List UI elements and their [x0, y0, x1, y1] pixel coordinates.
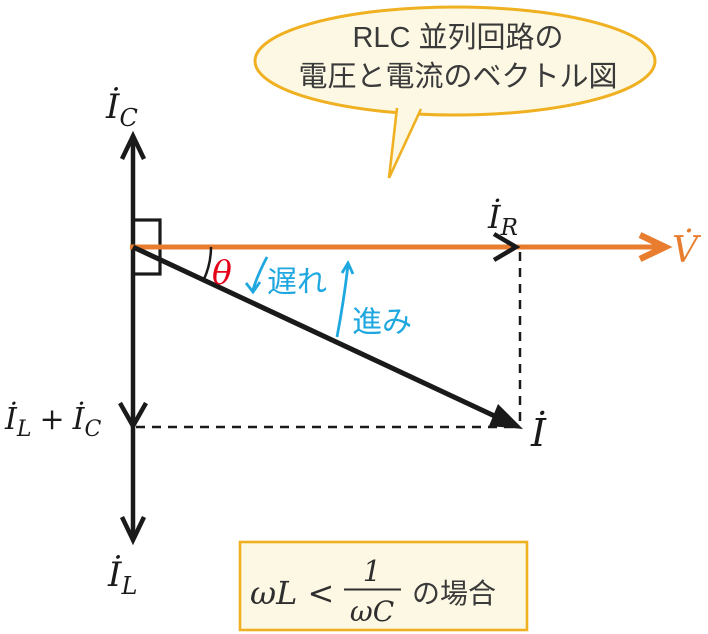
ic-label: İC — [105, 87, 138, 132]
formula-suffix: の場合 — [412, 578, 496, 609]
current-vector-line — [131, 244, 503, 422]
lag-label: 遅れ — [267, 266, 327, 299]
i-label: İ — [530, 411, 547, 455]
v-label: V̇ — [672, 229, 702, 271]
lag-arrow-curve — [251, 256, 269, 291]
speech-bubble-tail — [387, 107, 423, 179]
lag-arrow — [244, 256, 269, 295]
current-arrowhead — [489, 404, 523, 429]
ir-arrowhead — [492, 232, 521, 262]
sum-il-ic-label: İL+İC — [4, 401, 101, 442]
voltage-arrowhead — [638, 232, 673, 262]
lead-arrow — [335, 259, 355, 338]
bubble-title-line1: RLC 並列回路の — [352, 21, 563, 54]
lag-arrowhead — [244, 281, 262, 295]
formula-denominator: ωC — [350, 595, 394, 628]
theta-arc — [202, 246, 213, 281]
formula-numerator: 1 — [363, 554, 381, 588]
ir-label: İR — [487, 198, 518, 241]
speech-bubble-ellipse — [253, 5, 657, 117]
condition-box: ωL < 1 ωC の場合 — [238, 540, 529, 632]
sum-il-ic-arrowhead — [118, 401, 148, 431]
lead-arrowhead — [340, 259, 355, 275]
theta-label: θ — [212, 253, 232, 292]
formula-lhs: ωL < — [250, 574, 334, 612]
ic-arrowhead — [119, 130, 147, 160]
speech-bubble: RLC 並列回路の 電圧と電流のベクトル図 — [253, 5, 657, 179]
lead-arrow-curve — [335, 264, 350, 338]
lead-label: 進み — [352, 306, 412, 339]
il-arrowhead — [119, 516, 147, 546]
condition-box-frame — [238, 540, 529, 632]
il-label: İL — [107, 555, 137, 600]
bubble-title-line2: 電圧と電流のベクトル図 — [298, 60, 617, 93]
